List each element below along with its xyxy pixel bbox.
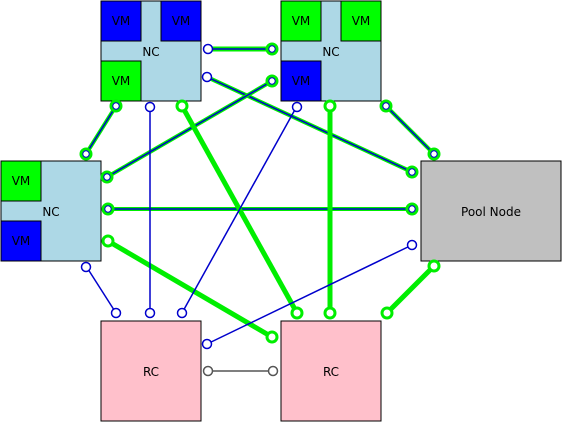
link-nctr-pool bbox=[384, 104, 436, 156]
vm-label: VM bbox=[352, 14, 371, 28]
port bbox=[202, 43, 214, 55]
port bbox=[427, 259, 441, 273]
vm-label: VM bbox=[12, 174, 31, 188]
port bbox=[144, 101, 156, 113]
vm-label: VM bbox=[172, 14, 191, 28]
port bbox=[175, 99, 189, 113]
rc-node-left[interactable]: RC bbox=[100, 320, 202, 422]
vm-label: VM bbox=[12, 234, 31, 248]
ports bbox=[79, 42, 441, 377]
nc-label: NC bbox=[42, 205, 59, 219]
port bbox=[323, 306, 337, 320]
connections bbox=[84, 46, 436, 372]
link-ncl-rcr bbox=[106, 238, 274, 340]
nc-label: NC bbox=[142, 45, 159, 59]
port bbox=[110, 307, 122, 319]
rc-label: RC bbox=[323, 365, 339, 379]
port bbox=[101, 234, 115, 248]
nc-node-left[interactable]: NC VM VM bbox=[0, 160, 102, 262]
vm-box[interactable]: VM bbox=[340, 0, 382, 42]
port bbox=[323, 99, 337, 113]
rc-label: RC bbox=[143, 365, 159, 379]
link-nctr-rcl bbox=[181, 105, 298, 314]
vm-label: VM bbox=[292, 74, 311, 88]
rc-node-right[interactable]: RC bbox=[280, 320, 382, 422]
port bbox=[380, 306, 394, 320]
link-ncl-rcl bbox=[85, 265, 117, 314]
vm-box[interactable]: VM bbox=[100, 60, 142, 102]
port bbox=[144, 307, 156, 319]
pool-node[interactable]: Pool Node bbox=[420, 160, 562, 262]
nc-node-top-left[interactable]: NC VM VM VM bbox=[100, 0, 202, 102]
link-pool-rcr bbox=[385, 264, 436, 315]
link-nctl-ncl bbox=[84, 104, 118, 156]
vm-box[interactable]: VM bbox=[0, 220, 42, 262]
nc-node-top-right[interactable]: NC VM VM VM bbox=[280, 0, 382, 102]
vm-box[interactable]: VM bbox=[0, 160, 42, 202]
port bbox=[291, 101, 303, 113]
link-nctl-pool bbox=[206, 75, 413, 174]
link-rcl-pool bbox=[206, 244, 413, 345]
nc-label: NC bbox=[322, 45, 339, 59]
vm-label: VM bbox=[112, 14, 131, 28]
port bbox=[201, 71, 213, 83]
port bbox=[267, 365, 279, 377]
port bbox=[406, 239, 418, 251]
port bbox=[290, 306, 304, 320]
port bbox=[176, 307, 188, 319]
vm-box[interactable]: VM bbox=[100, 0, 142, 42]
vm-label: VM bbox=[112, 74, 131, 88]
vm-label: VM bbox=[292, 14, 311, 28]
vm-box[interactable]: VM bbox=[280, 60, 322, 102]
port bbox=[265, 330, 279, 344]
port bbox=[80, 261, 92, 273]
pool-node-label: Pool Node bbox=[461, 205, 521, 219]
port bbox=[201, 338, 213, 350]
port bbox=[202, 365, 214, 377]
link-ncl-nctr bbox=[105, 79, 274, 179]
vm-box[interactable]: VM bbox=[280, 0, 322, 42]
vm-box[interactable]: VM bbox=[160, 0, 202, 42]
